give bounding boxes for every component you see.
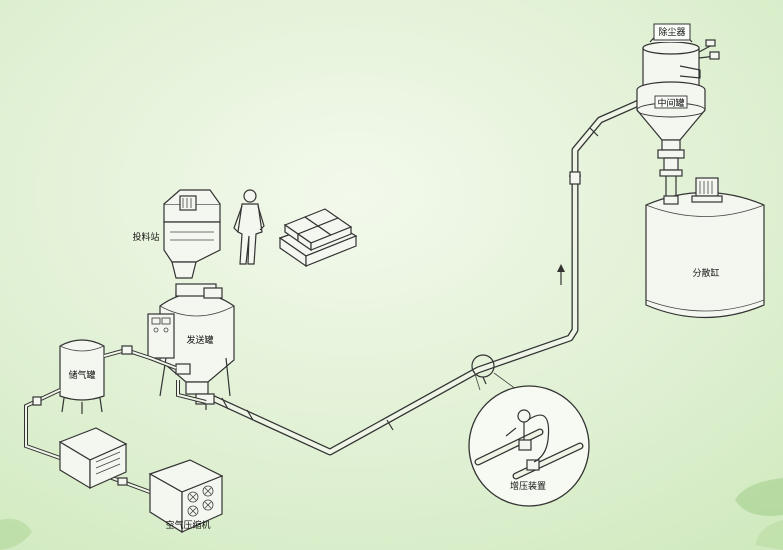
- conveying-pipeline: [208, 94, 654, 456]
- leaf-decoration-left: [0, 518, 32, 550]
- intermediate-tank: 中间罐: [636, 81, 706, 198]
- booster-device-label: 增压装置: [510, 480, 546, 492]
- air-dryer: [58, 427, 128, 490]
- outlet-valve: [185, 381, 209, 395]
- dispersion-tank: 分散缸: [645, 177, 765, 319]
- inlet-valve: [203, 287, 223, 299]
- feed-station-label: 投料站: [132, 231, 159, 243]
- transmitter-tank-label: 发送罐: [186, 334, 213, 346]
- intermediate-tank-label: 中间罐: [657, 97, 684, 109]
- pressure-gauge-icon: [517, 409, 531, 423]
- flow-arrow-icon: [557, 264, 565, 285]
- material-bags: [278, 208, 358, 268]
- feed-fan: [179, 195, 197, 211]
- motor: [695, 177, 719, 197]
- worker-figure: [233, 189, 265, 265]
- dust-collector-label: 除尘器: [658, 26, 685, 38]
- filter-fitting: [679, 39, 720, 79]
- air-tank: 储气罐: [59, 339, 105, 414]
- air-compressor: 空气压缩机: [148, 459, 224, 534]
- transmitter-tank: 发送罐: [147, 283, 235, 410]
- fan-icon: [187, 485, 214, 517]
- pipe-valve: [569, 171, 581, 185]
- booster-device: 增压装置: [468, 354, 590, 507]
- leaf-decoration-right: [735, 478, 783, 550]
- air-tank-label: 储气罐: [68, 369, 95, 381]
- feed-station: 投料站: [132, 189, 221, 312]
- dispersion-tank-label: 分散缸: [692, 267, 719, 279]
- air-supply-line: [103, 345, 207, 404]
- air-compressor-label: 空气压缩机: [165, 519, 210, 531]
